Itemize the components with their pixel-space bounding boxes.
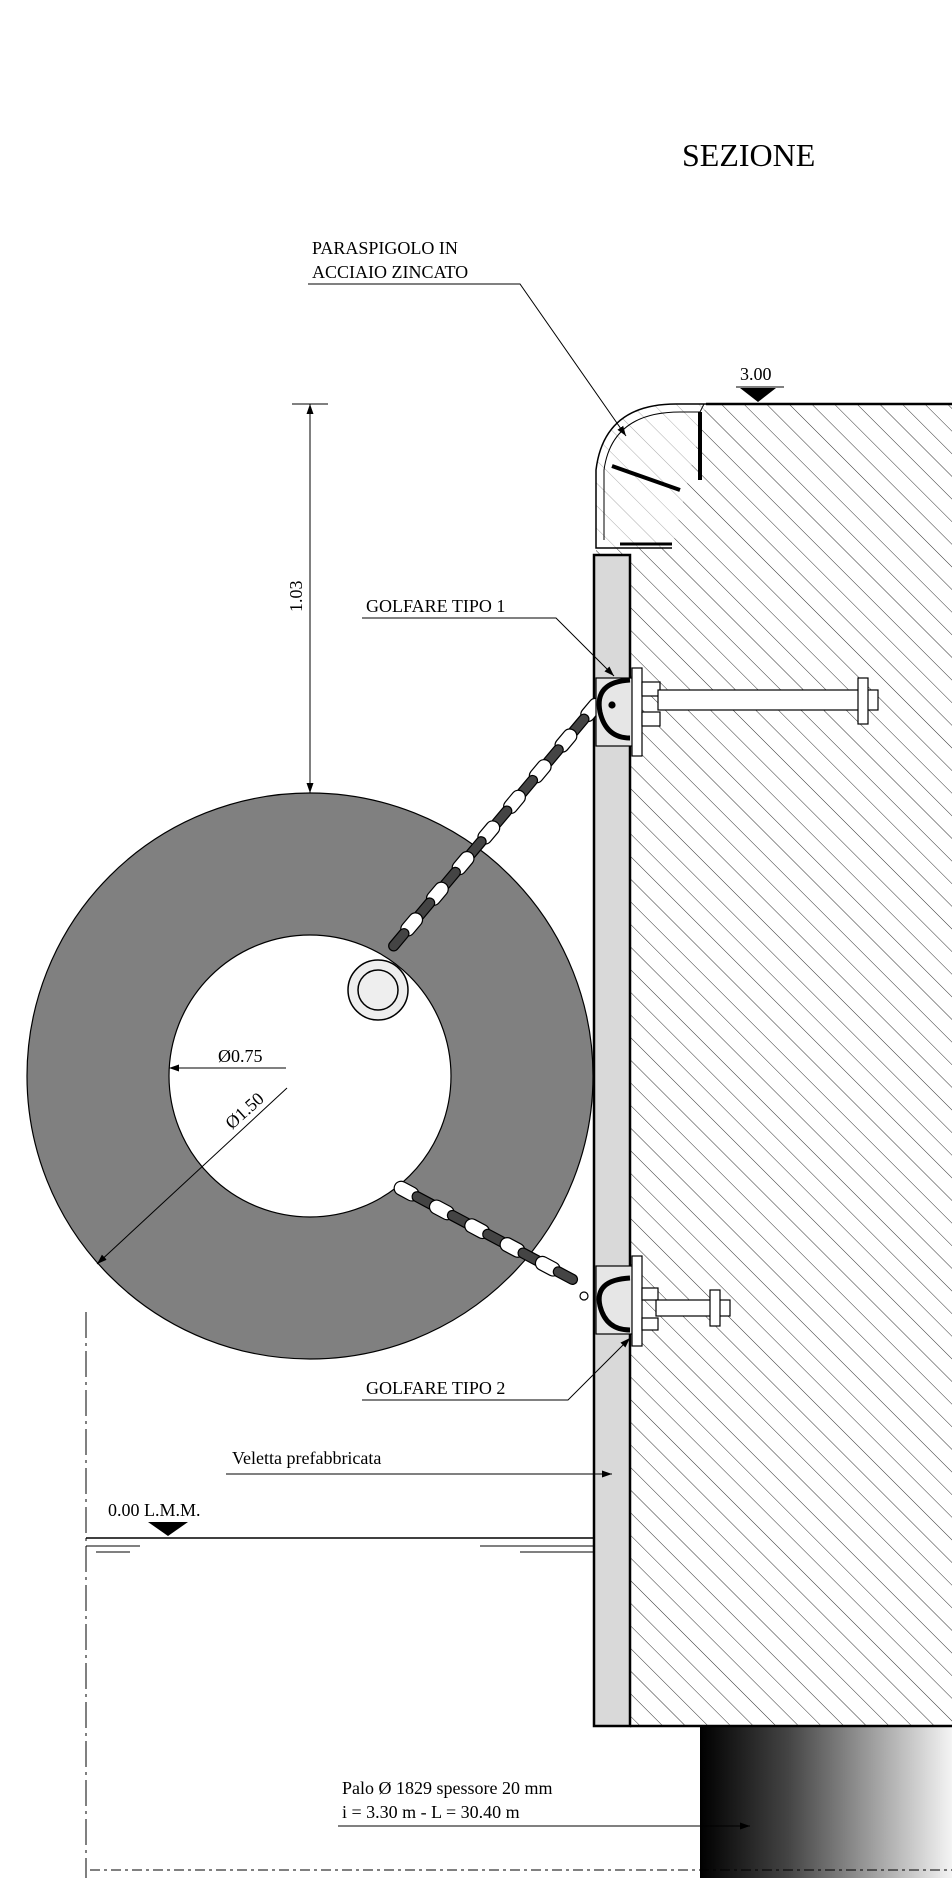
inner-diameter-dimension: Ø0.75 [169, 1046, 286, 1072]
fender-shackle [347, 959, 409, 1021]
height-dimension-text: 1.03 [286, 581, 306, 613]
eyebolt-type-1-label: GOLFARE TIPO 1 [362, 596, 615, 677]
eyebolt-type-1-text: GOLFARE TIPO 1 [366, 596, 505, 616]
eyebolt-type-1 [595, 667, 879, 757]
height-dimension: 1.03 [286, 403, 328, 793]
water-level: 0.00 L.M.M. [86, 1500, 594, 1553]
corner-protector-label: PARASPIGOLO IN ACCIAIO ZINCATO [308, 238, 627, 437]
eyebolt-type-2 [579, 1255, 731, 1347]
lower-chain [393, 1180, 579, 1285]
pile-label-line1: Palo Ø 1829 spessore 20 mm [342, 1778, 553, 1798]
eyebolt-type-2-text: GOLFARE TIPO 2 [366, 1378, 505, 1398]
corner-protector [595, 403, 706, 549]
precast-panel [592, 553, 632, 1728]
quay-wall [596, 402, 952, 1728]
fender [26, 792, 594, 1360]
top-level-marker: 3.00 [736, 364, 784, 402]
eyebolt-type-2-label: GOLFARE TIPO 2 [362, 1337, 631, 1401]
pile-label-line2: i = 3.30 m - L = 30.40 m [342, 1802, 520, 1822]
precast-panel-text: Veletta prefabbricata [232, 1448, 381, 1468]
precast-panel-label: Veletta prefabbricata [226, 1448, 612, 1478]
pile-label: Palo Ø 1829 spessore 20 mm i = 3.30 m - … [338, 1778, 750, 1830]
inner-diameter-text: Ø0.75 [218, 1046, 263, 1066]
corner-protector-label-line2: ACCIAIO ZINCATO [312, 262, 468, 282]
water-level-text: 0.00 L.M.M. [108, 1500, 201, 1520]
top-level-text: 3.00 [740, 364, 772, 384]
drawing-title: SEZIONE [682, 137, 815, 173]
corner-protector-label-line1: PARASPIGOLO IN [312, 238, 458, 258]
upper-chain [388, 697, 604, 952]
pile [700, 1726, 952, 1878]
